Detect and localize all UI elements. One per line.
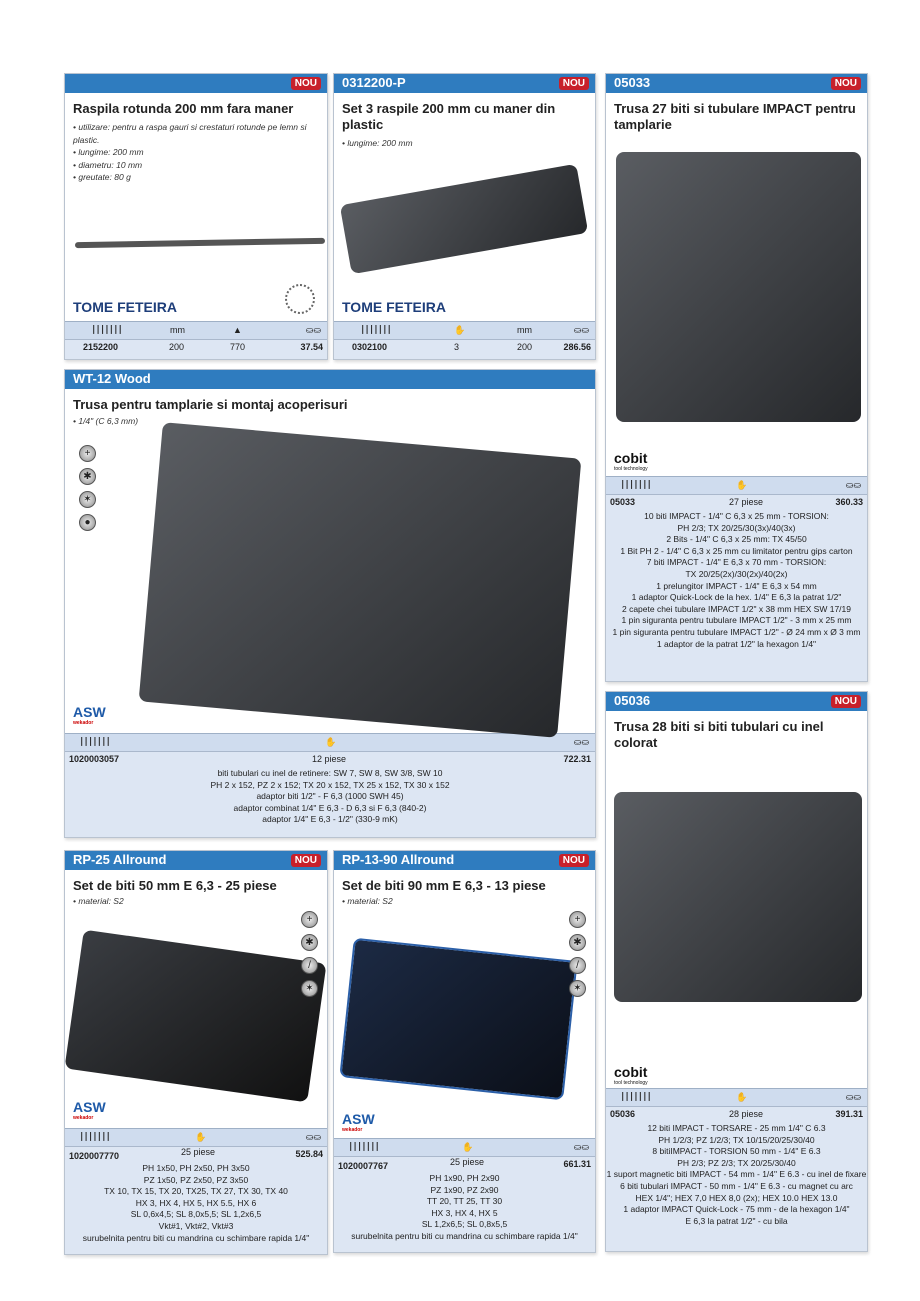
product-image — [138, 422, 582, 738]
barcode-icon: ||||||| — [79, 737, 111, 747]
barcode-icon: ||||||| — [360, 325, 392, 335]
new-badge: NOU — [290, 854, 321, 867]
pozidriv-icon: ✱ — [79, 468, 96, 485]
product-title: Trusa pentru tamplarie si montaj acoperi… — [73, 397, 348, 412]
barcode-icon: ||||||| — [79, 1132, 111, 1142]
barcode-icon: ||||||| — [620, 480, 652, 490]
product-details: 10 biti IMPACT - 1/4" C 6,3 x 25 mm - TO… — [612, 511, 861, 649]
hand-icon: ✋ — [462, 1142, 474, 1152]
product-image — [339, 937, 578, 1101]
barcode-icon: ||||||| — [91, 325, 123, 335]
coins-icon: ⛀⛀ — [845, 480, 861, 490]
product-image — [614, 792, 862, 1002]
product-bullets: • 1/4" (C 6,3 mm) — [73, 416, 139, 426]
coins-icon: ⛀⛀ — [573, 325, 589, 335]
coins-icon: ⛀⛀ — [305, 325, 321, 335]
torx-icon: ✶ — [79, 491, 96, 508]
product-title: Set 3 raspile 200 mm cu maner din plasti… — [342, 101, 556, 132]
torx-icon: ✶ — [569, 980, 586, 997]
product-title: Trusa 28 biti si biti tubulari cu inel c… — [614, 719, 824, 750]
weight-icon: ▲ — [233, 325, 242, 335]
pozidriv-icon: ✱ — [569, 934, 586, 951]
new-badge: NOU — [830, 695, 861, 708]
product-bullets: • material: S2 — [342, 896, 393, 906]
product-bullets: • material: S2 — [73, 896, 124, 906]
torx-icon: ✶ — [301, 980, 318, 997]
spiral-icon — [285, 284, 315, 314]
new-badge: NOU — [290, 77, 321, 90]
product-title: Set de biti 50 mm E 6,3 - 25 piese — [73, 878, 277, 893]
product-image — [616, 152, 861, 422]
new-badge: NOU — [830, 77, 861, 90]
barcode-icon: ||||||| — [348, 1142, 380, 1152]
phillips-icon: + — [79, 445, 96, 462]
pozidriv-icon: ✱ — [301, 934, 318, 951]
coins-icon: ⛀⛀ — [573, 1142, 589, 1152]
product-bullets: • utilizare: pentru a raspa gauri si cre… — [73, 122, 307, 182]
product-card-raspila: NOU Raspila rotunda 200 mm fara maner • … — [64, 73, 328, 360]
hex-socket-icon: ● — [79, 514, 96, 531]
product-bullets: • lungime: 200 mm — [342, 138, 413, 148]
product-details: 12 biti IMPACT - TORSARE - 25 mm 1/4" C … — [606, 1123, 867, 1226]
brand-logo: TOME FETEIRA — [342, 299, 446, 315]
new-badge: NOU — [558, 77, 589, 90]
coins-icon: ⛀⛀ — [845, 1092, 861, 1102]
hand-icon: ✋ — [195, 1132, 207, 1142]
hand-icon: ✋ — [736, 480, 748, 490]
product-card-wt12: WT-12 Wood Trusa pentru tamplarie si mon… — [64, 369, 596, 838]
phillips-icon: + — [569, 911, 586, 928]
hand-icon: ✋ — [325, 737, 337, 747]
barcode-icon: ||||||| — [620, 1092, 652, 1102]
product-title: Raspila rotunda 200 mm fara maner — [73, 101, 294, 116]
product-title: Set de biti 90 mm E 6,3 - 13 piese — [342, 878, 546, 893]
hand-icon: ✋ — [736, 1092, 748, 1102]
new-badge: NOU — [558, 854, 589, 867]
coins-icon: ⛀⛀ — [573, 737, 589, 747]
product-image — [339, 163, 589, 275]
slotted-icon: / — [301, 957, 318, 974]
product-details: biti tubulari cu inel de retinere: SW 7,… — [210, 768, 450, 825]
card-header: WT-12 Wood — [65, 370, 595, 389]
product-image-rasp — [74, 237, 326, 249]
product-image — [64, 929, 327, 1103]
hand-icon: ✋ — [454, 325, 466, 335]
coins-icon: ⛀⛀ — [305, 1132, 321, 1142]
brand-logo: TOME FETEIRA — [73, 299, 177, 315]
phillips-icon: + — [301, 911, 318, 928]
card-header: NOU — [65, 74, 327, 93]
product-title: Trusa 27 biti si tubulare IMPACT pentru … — [614, 101, 856, 132]
slotted-icon: / — [569, 957, 586, 974]
